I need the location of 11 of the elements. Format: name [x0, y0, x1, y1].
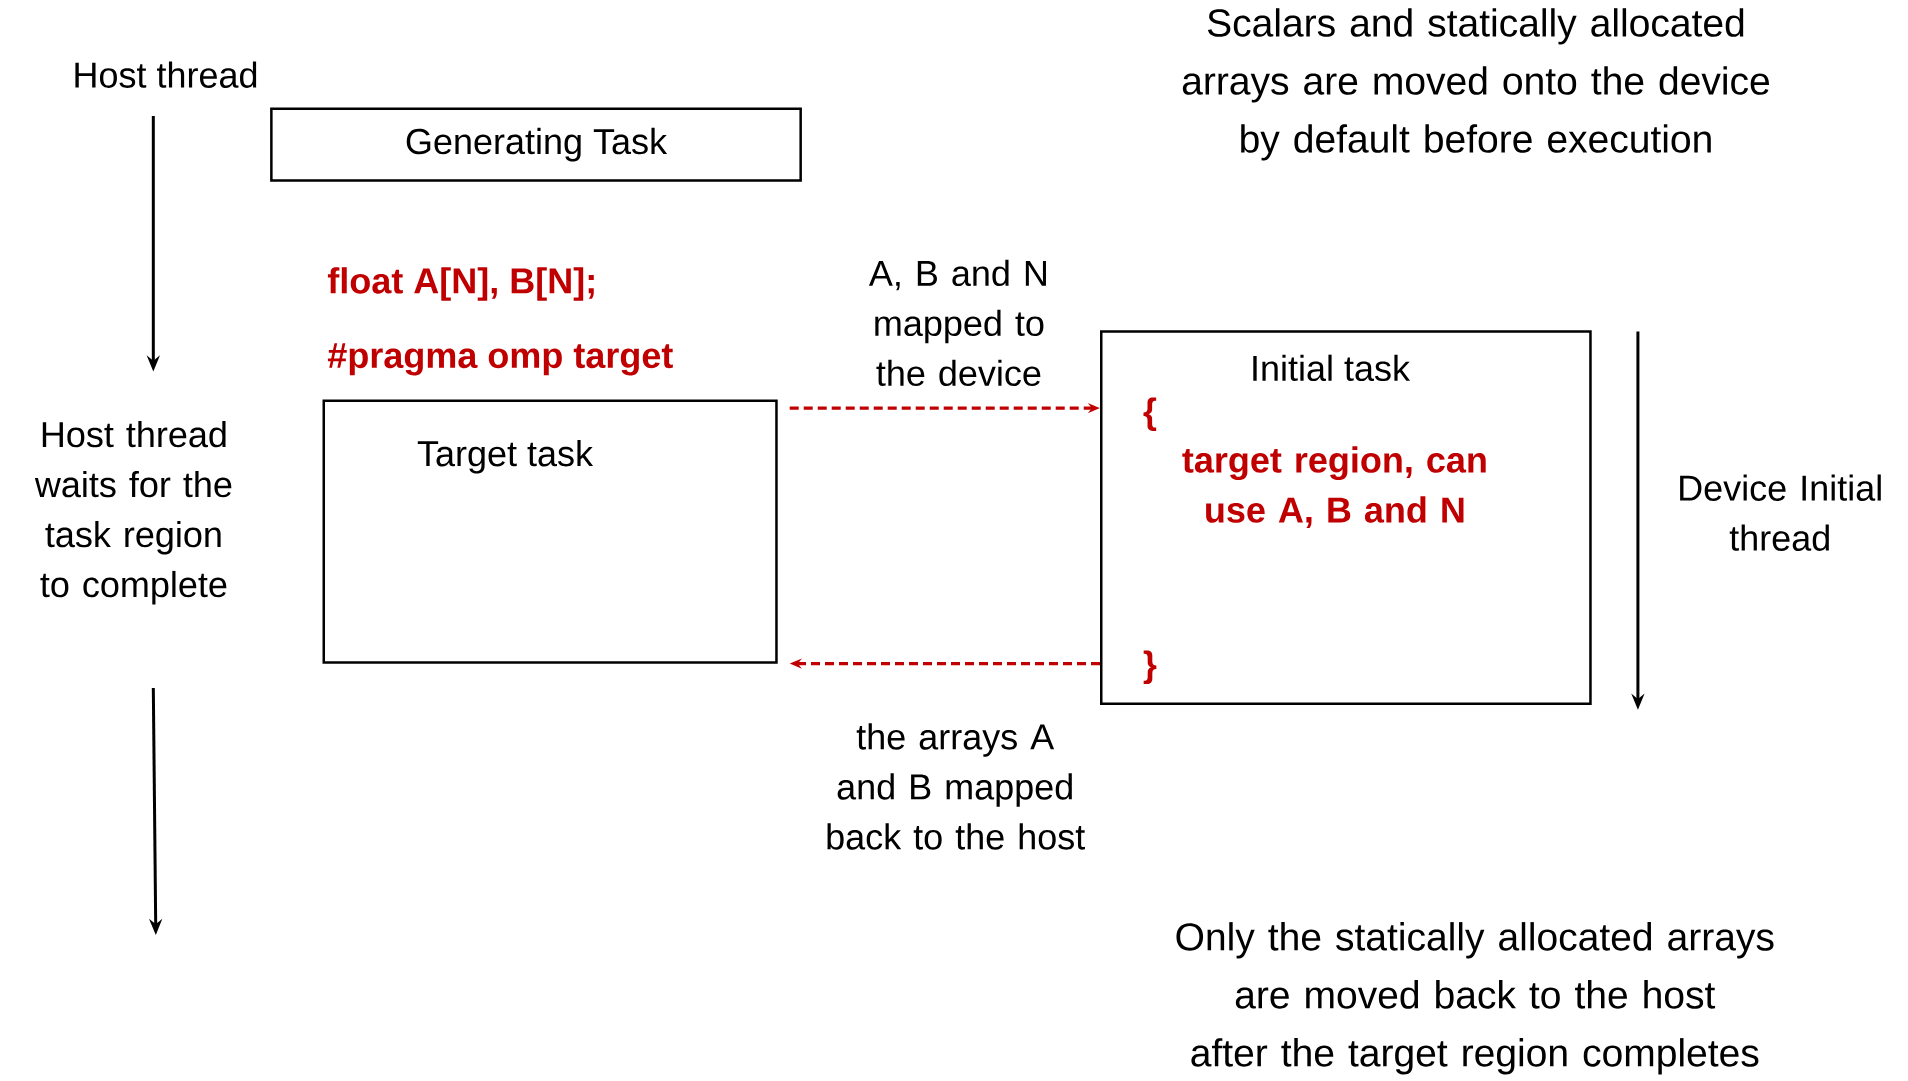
task-box: Initial task { target region, can use A, B and N }: [1100, 330, 1592, 706]
code-text: float A[N], B[N];: [327, 267, 594, 301]
task-box: Generating Task: [270, 107, 802, 182]
note-text: Scalars and statically allocated arrays are moved onto the device by default before execution: [1182, 8, 1769, 161]
edge-label: A, B and N mapped to the device: [868, 259, 1046, 387]
timeline-label: Host thread: [75, 61, 257, 88]
note-text: Only the statically allocated arrays are moved back to the host after the target region completes: [1176, 922, 1774, 1075]
edge-label: the arrays A and B mapped back to the host: [827, 723, 1085, 850]
timeline-label: Device Initial thread: [1680, 474, 1881, 551]
timeline-label: Host thread waits for the task region to complete: [34, 420, 232, 605]
task-box: Target task: [322, 399, 778, 664]
